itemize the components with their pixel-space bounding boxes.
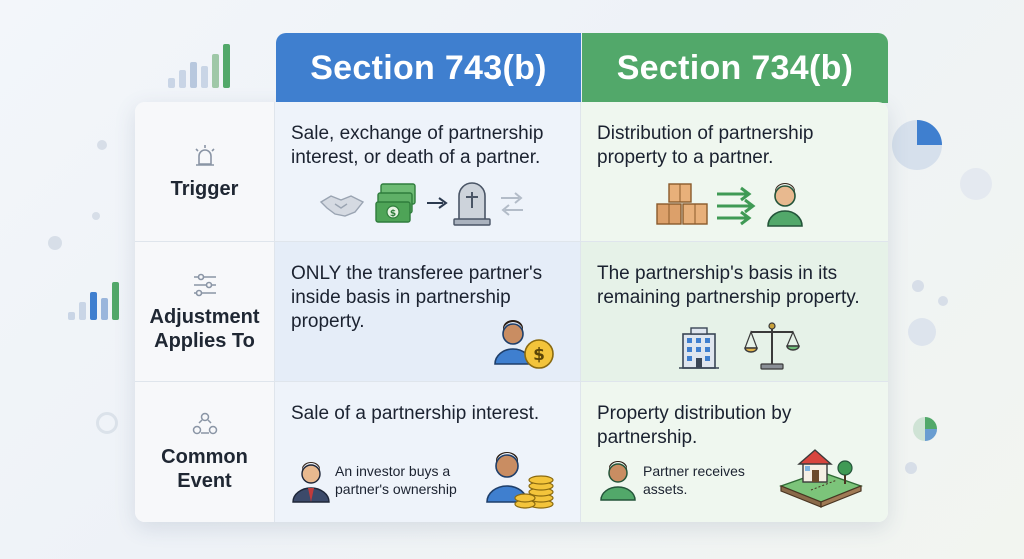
bar-chart-decoration-icon xyxy=(168,44,230,88)
cell-743b-adjustment: ONLY the transferee partner's inside bas… xyxy=(275,242,581,382)
row-label: Adjustment Applies To xyxy=(149,305,260,352)
column-header-section-743b: Section 743(b) xyxy=(276,33,581,103)
cash-icon: $ xyxy=(375,183,416,223)
row-header-common-event: Common Event xyxy=(135,382,275,522)
arrow-right-icon xyxy=(427,197,448,209)
boxes-icon xyxy=(656,183,708,225)
cell-text: Property distribution by partnership. xyxy=(597,403,792,448)
balance-scale-icon xyxy=(744,322,800,370)
person-with-dollar-icon: $ xyxy=(494,320,554,369)
row-label: Common Event xyxy=(161,446,248,492)
decor-dot xyxy=(912,280,924,292)
cell-text: Sale, exchange of partnership interest, … xyxy=(291,123,544,168)
cell-note: An investor buys a partner's ownership xyxy=(335,463,457,497)
cell-734b-common-event: Property distribution by partnership. Pa… xyxy=(581,382,888,522)
handshake-icon xyxy=(319,195,365,217)
row-label: Trigger xyxy=(170,177,239,200)
column-header-label: Section 743(b) xyxy=(310,48,547,87)
comparison-table: Trigger Sale, exchange of partnership in… xyxy=(135,102,888,522)
decor-dot xyxy=(938,296,948,306)
row-header-adjustment-applies-to: Adjustment Applies To xyxy=(135,242,275,382)
cell-734b-trigger: Distribution of partnership property to … xyxy=(581,102,888,242)
people-network-icon xyxy=(192,412,217,435)
businessman-icon xyxy=(292,462,330,503)
pie-chart-decoration-icon xyxy=(892,120,942,170)
column-header-label: Section 734(b) xyxy=(616,48,854,87)
decor-dot xyxy=(905,462,917,474)
cell-734b-adjustment: The partnership's basis in its remaining… xyxy=(581,242,888,382)
pie-chart-decoration-icon xyxy=(913,417,937,441)
svg-text:$: $ xyxy=(390,209,396,219)
office-building-icon xyxy=(679,327,719,369)
sliders-icon xyxy=(193,273,216,296)
cell-text: Distribution of partnership property to … xyxy=(597,123,814,168)
person-icon xyxy=(600,461,636,501)
decor-dot xyxy=(92,212,100,220)
person-with-coins-icon xyxy=(486,452,554,509)
arrows-right-icon xyxy=(717,186,756,226)
person-icon xyxy=(767,183,803,227)
cell-743b-trigger: Sale, exchange of partnership interest, … xyxy=(275,102,581,242)
gravestone-icon xyxy=(453,182,491,226)
cell-note: Partner receives assets. xyxy=(643,463,745,497)
column-header-section-734b: Section 734(b) xyxy=(582,33,888,103)
cell-text: ONLY the transferee partner's inside bas… xyxy=(291,263,543,332)
alert-bell-icon xyxy=(194,144,215,166)
cell-743b-common-event: Sale of a partnership interest. An inves… xyxy=(275,382,581,522)
exchange-arrows-icon xyxy=(501,192,523,216)
decor-dot xyxy=(48,236,62,250)
cell-text: The partnership's basis in its remaining… xyxy=(597,263,860,308)
row-header-trigger: Trigger xyxy=(135,102,275,242)
svg-text:$: $ xyxy=(533,345,545,365)
decor-dot xyxy=(908,318,936,346)
cell-text: Sale of a partnership interest. xyxy=(291,403,540,424)
bar-chart-decoration-icon xyxy=(68,282,119,320)
decor-ring xyxy=(96,412,118,434)
decor-dot xyxy=(97,140,107,150)
decor-dot xyxy=(960,168,992,200)
house-on-land-icon xyxy=(779,449,863,508)
